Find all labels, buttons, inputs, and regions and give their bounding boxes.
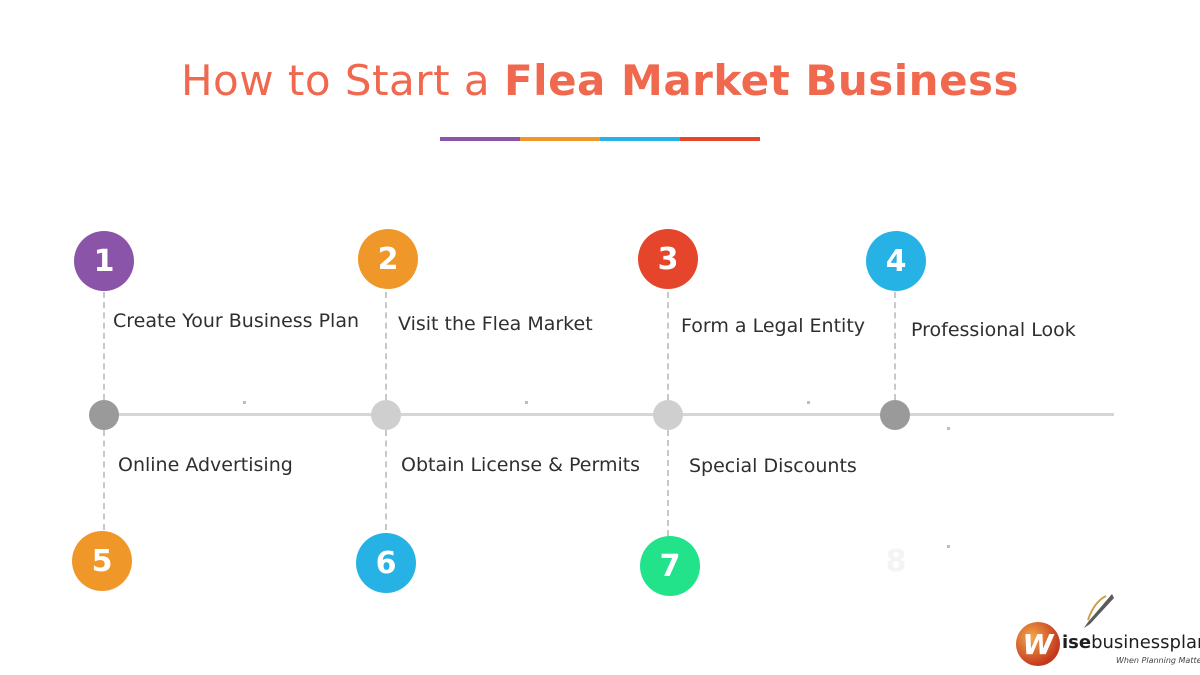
wisebusinessplans-logo: W isebusinessplans® When Planning Matter… [1012, 592, 1200, 672]
timeline-tick [807, 401, 810, 404]
step-label-1: Create Your Business Plan [113, 310, 360, 332]
title-bold: Flea Market Business [503, 56, 1020, 105]
logo-tagline: When Planning Matters [1116, 656, 1200, 665]
pen-icon [1084, 594, 1114, 628]
timeline-dot-1 [89, 400, 119, 430]
logo-brand-rest: businessplans [1091, 632, 1200, 653]
logo-brand: isebusinessplans® [1062, 632, 1200, 653]
connector-top-1 [103, 292, 105, 400]
step-circle-3: 3 [638, 229, 698, 289]
step-circle-6: 6 [356, 533, 416, 593]
step-label-2: Visit the Flea Market [398, 313, 593, 335]
timeline-tick [947, 427, 950, 430]
timeline-tick [947, 545, 950, 548]
step-circle-2: 2 [358, 229, 418, 289]
connector-top-2 [385, 292, 387, 400]
step-circle-8: 8 [866, 531, 926, 591]
underline-segment-4 [680, 137, 760, 141]
timeline-dot-2 [371, 400, 401, 430]
timeline-line [104, 413, 1114, 416]
step-circle-7: 7 [640, 536, 700, 596]
step-label-7: Special Discounts [689, 455, 857, 477]
timeline-dot-4 [880, 400, 910, 430]
connector-top-3 [667, 292, 669, 400]
underline-segment-1 [440, 137, 520, 141]
logo-mark: W [1016, 622, 1060, 666]
timeline-tick [243, 401, 246, 404]
connector-bottom-2 [385, 430, 387, 530]
connector-bottom-1 [103, 430, 105, 530]
title-light: How to Start a [180, 56, 504, 105]
connector-bottom-3 [667, 430, 669, 536]
step-circle-4: 4 [866, 231, 926, 291]
step-label-4: Professional Look [911, 319, 1076, 341]
step-label-5: Online Advertising [118, 454, 293, 476]
connector-top-4 [894, 292, 896, 400]
step-label-6: Obtain License & Permits [401, 454, 641, 476]
timeline-tick [525, 401, 528, 404]
underline-segment-3 [600, 137, 680, 141]
underline-segment-2 [520, 137, 600, 141]
timeline-dot-3 [653, 400, 683, 430]
step-circle-5: 5 [72, 531, 132, 591]
title-underline [440, 137, 760, 141]
step-circle-1: 1 [74, 231, 134, 291]
page-title: How to Start a Flea Market Business [0, 56, 1200, 105]
step-label-3: Form a Legal Entity [681, 315, 866, 337]
logo-brand-bold: ise [1062, 632, 1092, 653]
